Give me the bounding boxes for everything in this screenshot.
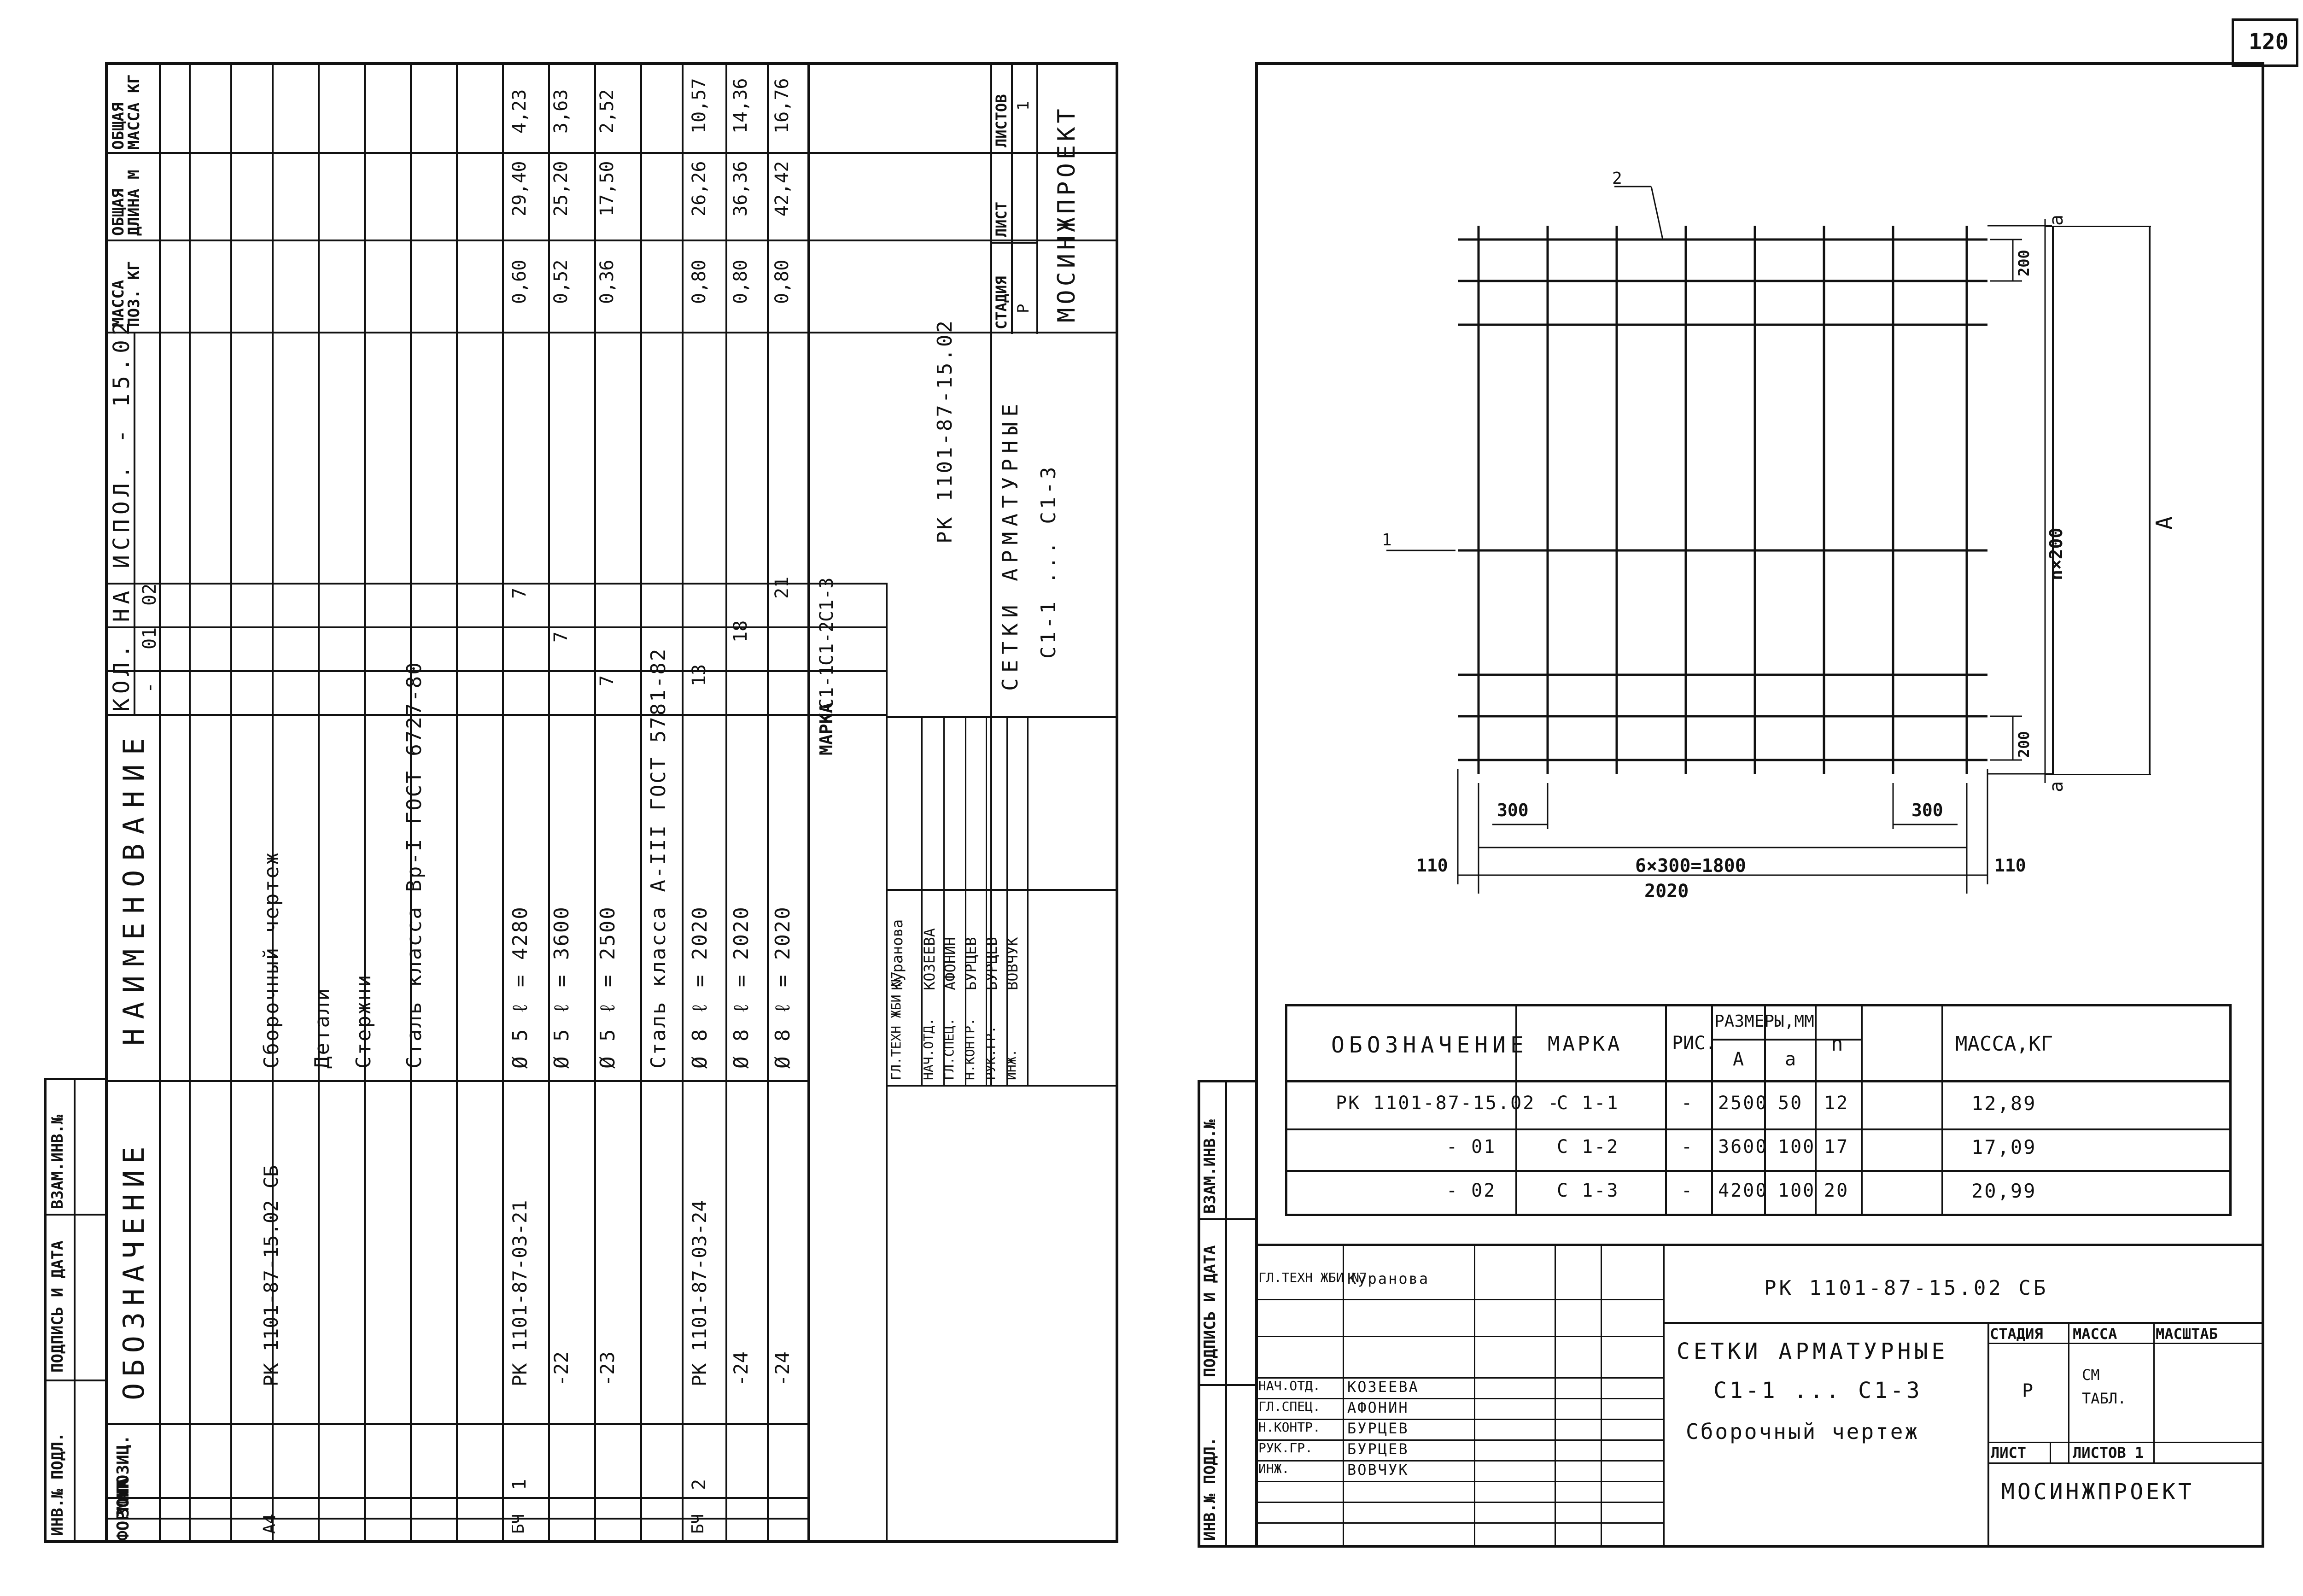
tbl-h-n: n [1831, 1032, 1843, 1056]
product-cell-mark: С 1-3 [1557, 1180, 1619, 1201]
right-title3: Сборочный чертеж [1686, 1419, 1920, 1444]
spec-row-line [318, 62, 320, 1543]
spec-row-line [725, 62, 727, 1543]
r-sig-name: Куранова [1347, 1270, 1430, 1287]
pos-label-2: 2 [1612, 169, 1622, 188]
sig-row-line [1027, 716, 1029, 1085]
left-sheet: ИНВ.№ ПОДЛ. ПОДПИСЬ И ДАТА ВЗАМ.ИНВ.№ ФО… [44, 62, 1118, 1543]
right-sheet: 120 ИНВ.№ ПОДЛ. ПОДПИСЬ И ДАТА ВЗАМ.ИНВ.… [1152, 0, 2303, 1596]
r-mass-h: МАССА [2073, 1325, 2117, 1343]
product-cell-a: 100 [1778, 1136, 1816, 1158]
dim-inner: 6×300=1800 [1635, 855, 1746, 877]
r-sig-role: НАЧ.ОТД. [1258, 1378, 1321, 1393]
sig-row-line [943, 716, 945, 1085]
product-cell-fig: - [1681, 1093, 1694, 1114]
tbl-h-fig: РИС. [1672, 1033, 1717, 1054]
product-cell-a: 50 [1778, 1093, 1803, 1114]
r-sig-role: Н.КОНТР. [1258, 1420, 1321, 1435]
spec-row-line [640, 62, 642, 1543]
product-cell-n: 17 [1824, 1136, 1849, 1158]
product-cell-designation: - 02 [1446, 1180, 1496, 1201]
spec-row-line [364, 62, 366, 1543]
product-cell-mark: С 1-1 [1557, 1093, 1619, 1114]
product-cell-designation: РК 1101-87-15.02 - [1336, 1093, 1561, 1114]
spec-row-line [594, 62, 596, 1543]
sig-row-line [921, 716, 923, 1085]
spec-row-line [410, 62, 412, 1543]
r-scale-h: МАСШТАБ [2156, 1325, 2218, 1343]
tbl-h-A: А [1733, 1049, 1744, 1070]
tbl-h-designation: ОБОЗНАЧЕНИЕ [1331, 1032, 1528, 1058]
pos-label-1: 1 [1382, 531, 1392, 550]
r-sig-name: БУРЦЕВ [1347, 1440, 1409, 1458]
r-sig-role: ГЛ.СПЕЦ. [1258, 1399, 1321, 1414]
spec-row-line [548, 62, 550, 1543]
r-sheets-h: ЛИСТОВ 1 [2073, 1444, 2144, 1462]
spec-row-line [502, 62, 504, 1543]
product-cell-fig: - [1681, 1180, 1694, 1201]
product-cell-designation: - 01 [1446, 1136, 1496, 1158]
sig-row-line [965, 716, 966, 1085]
product-table [1285, 1004, 2232, 1216]
spec-row-line [682, 62, 684, 1543]
sheet-number-box: 120 [2232, 18, 2298, 67]
dim-total-width: 2020 [1644, 881, 1689, 902]
right-doc-code: РК 1101-87-15.02 СБ [1764, 1276, 2049, 1300]
spec-row-line [189, 62, 191, 1543]
r-sig-name: АФОНИН [1347, 1399, 1409, 1416]
tbl-h-mass: МАССА,КГ [1955, 1032, 2053, 1056]
product-cell-n: 20 [1824, 1180, 1849, 1201]
product-cell-n: 12 [1824, 1093, 1849, 1114]
tbl-h-mark: МАРКА [1548, 1032, 1623, 1056]
dim-edge-left: 110 [1416, 855, 1448, 876]
r-sig-role: ГЛ.ТЕХН ЖБИ N7 [1258, 1270, 1368, 1285]
r-sig-role: ИНЖ. [1258, 1461, 1290, 1476]
product-cell-mass: 20,99 [1971, 1180, 2037, 1202]
product-cell-A: 4200 [1718, 1180, 1768, 1201]
spec-row-line [456, 62, 458, 1543]
r-sheet-h: ЛИСТ [1991, 1444, 2027, 1462]
r-org: МОСИНЖПРОЕКТ [2001, 1479, 2194, 1505]
mesh-drawing [1386, 186, 2052, 894]
spec-row-line [767, 62, 769, 1543]
product-cell-a: 100 [1778, 1180, 1816, 1201]
product-cell-mass: 17,09 [1971, 1136, 2037, 1158]
product-cell-fig: - [1681, 1136, 1694, 1158]
r-mass: СМ ТАБЛ. [2082, 1366, 2127, 1408]
product-cell-mass: 12,89 [1971, 1092, 2037, 1115]
sheet-number: 120 [2249, 29, 2289, 55]
r-sig-name: ВОВЧУК [1347, 1461, 1409, 1479]
sig-row-line [1006, 716, 1008, 1085]
tbl-h-a: а [1785, 1049, 1796, 1070]
spec-row-line [230, 62, 232, 1543]
product-cell-A: 3600 [1718, 1136, 1768, 1158]
sig-row-line [986, 716, 987, 1085]
r-sig-name: БУРЦЕВ [1347, 1420, 1409, 1437]
dim-step-right: 300 [1911, 800, 1943, 820]
r-stage-h: СТАДИЯ [1990, 1325, 2043, 1343]
product-cell-A: 2500 [1718, 1093, 1768, 1114]
product-cell-mark: С 1-2 [1557, 1136, 1619, 1158]
right-title2: С1-1 ... С1-3 [1713, 1378, 1923, 1403]
r-sig-name: КОЗЕЕВА [1347, 1378, 1419, 1396]
spec-row-line [272, 62, 274, 1543]
r-stage: Р [2022, 1380, 2034, 1402]
tbl-h-sizes: РАЗМЕРЫ,ММ [1714, 1012, 1814, 1031]
right-title1: СЕТКИ АРМАТУРНЫЕ [1677, 1339, 1949, 1364]
r-sig-role: РУК.ГР. [1258, 1440, 1313, 1456]
dim-edge-right: 110 [1994, 855, 2026, 876]
dim-step-left: 300 [1497, 800, 1529, 820]
